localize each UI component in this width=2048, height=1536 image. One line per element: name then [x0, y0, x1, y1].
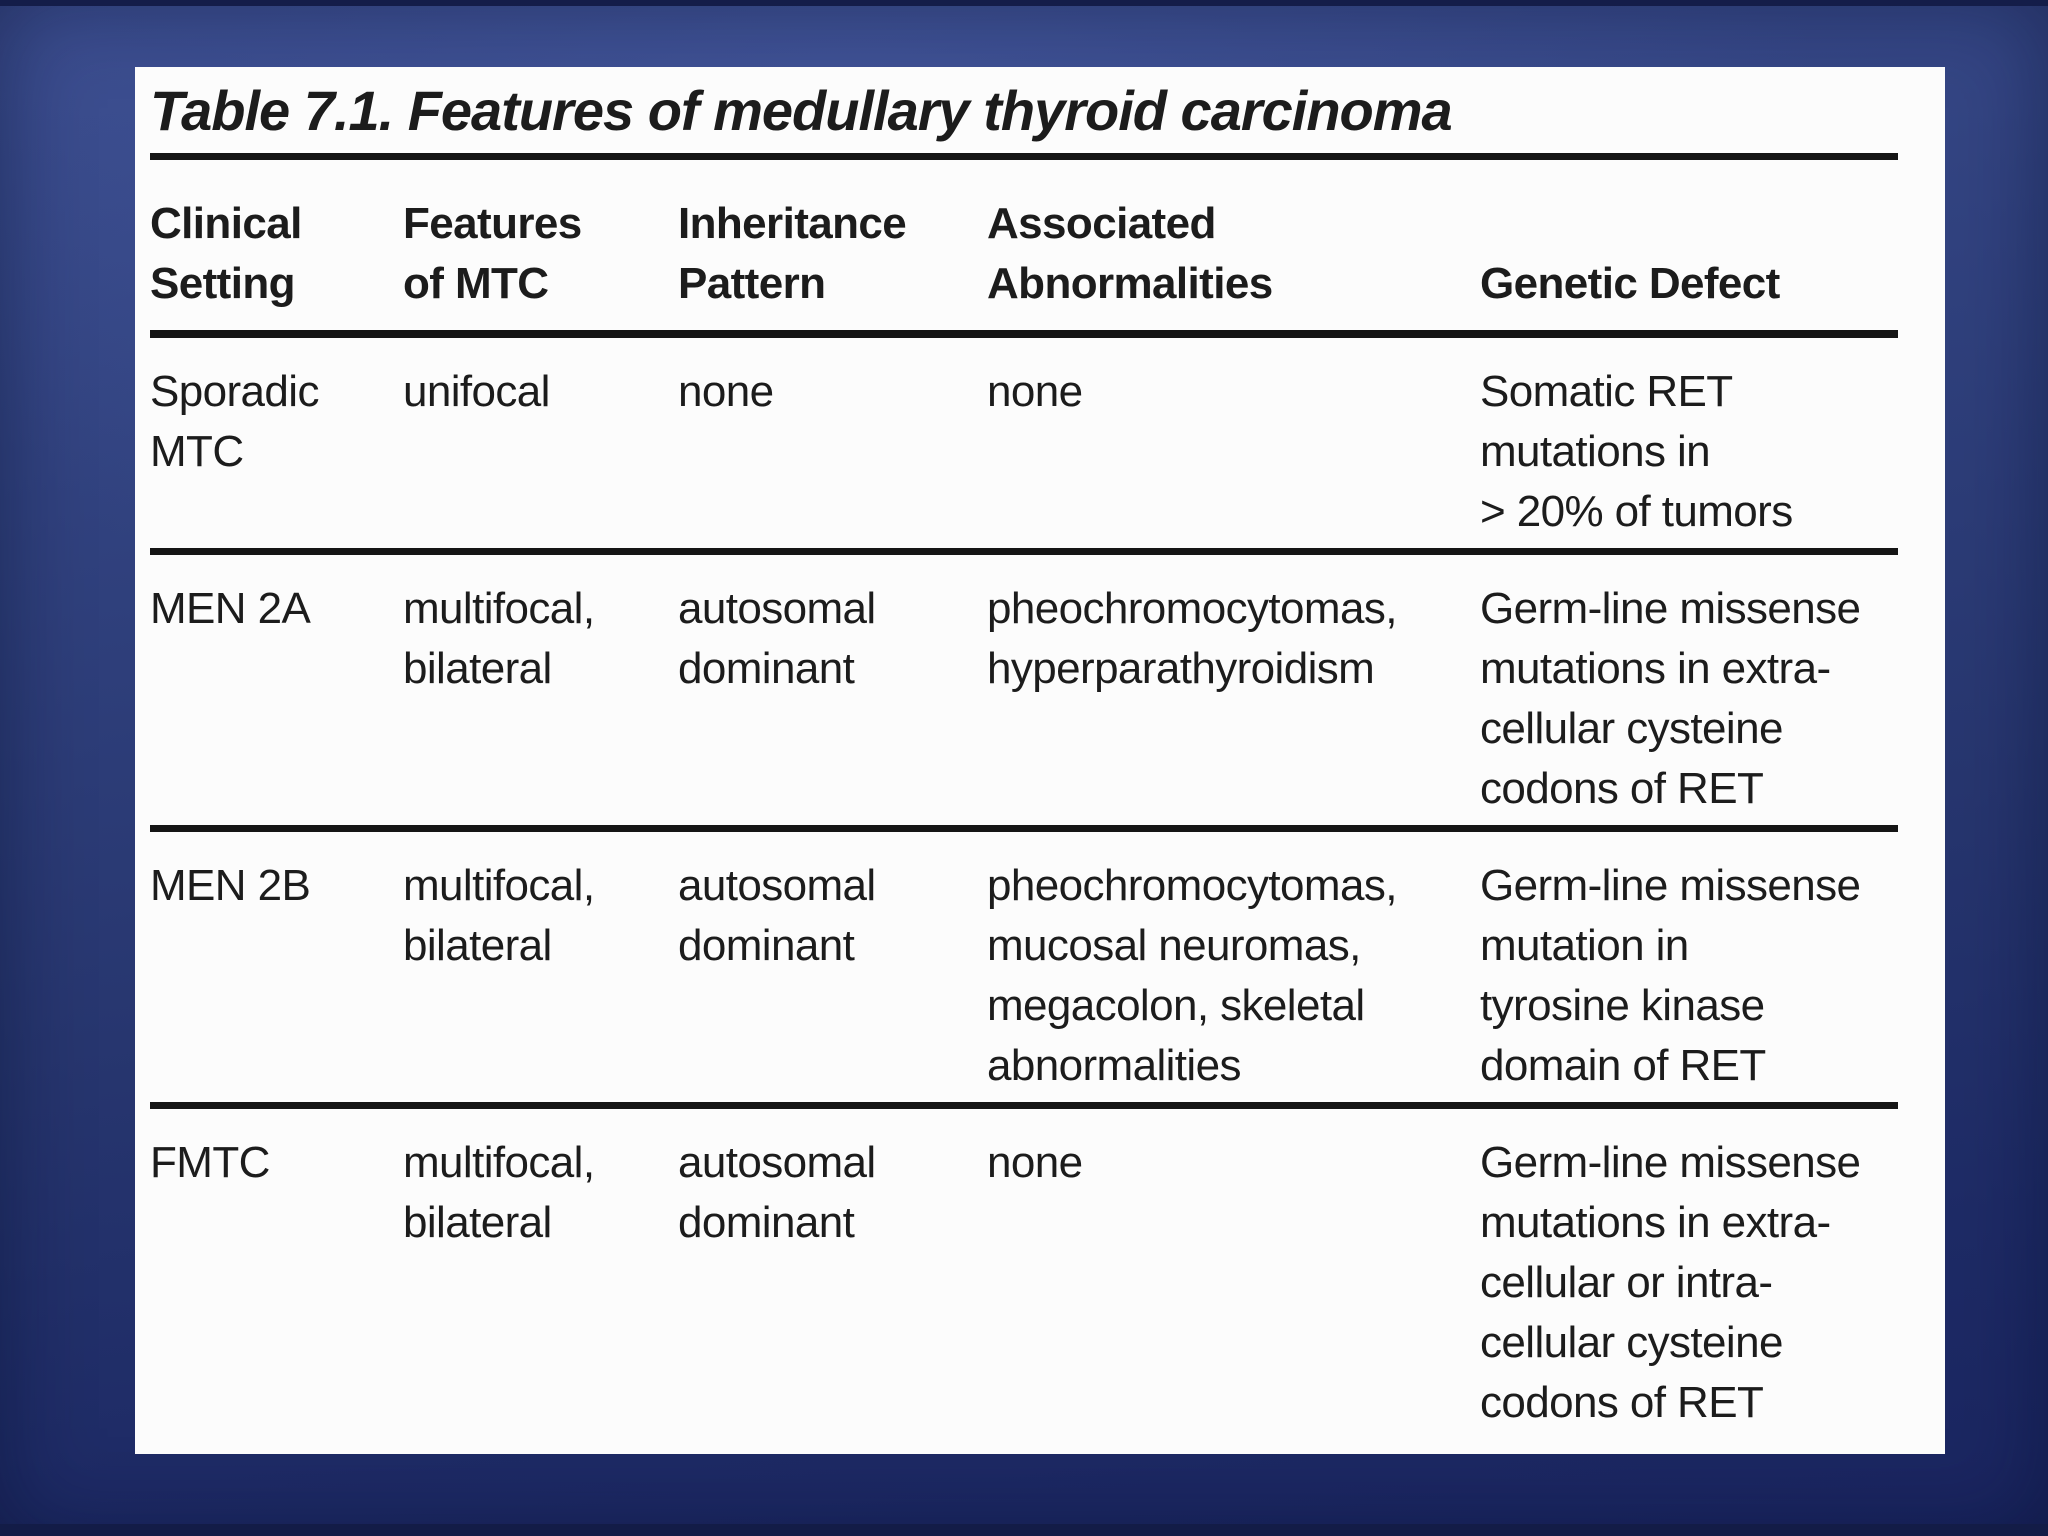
column-header-features-of-mtc: Features of MTC — [403, 199, 582, 308]
table-row-men-2b: MEN 2B multifocal, bilateral autosomal d… — [150, 832, 1898, 1109]
slide-bottom-edge — [0, 1524, 2048, 1536]
slide-top-edge — [0, 0, 2048, 6]
cell-features-of-mtc: unifocal — [403, 367, 550, 416]
table-header-row: Clinical Setting Features of MTC Inherit… — [150, 160, 1898, 338]
cell-genetic-defect: Germ-line missense mutation in tyrosine … — [1480, 861, 1861, 1090]
cell-clinical-setting: Sporadic MTC — [150, 367, 319, 476]
cell-clinical-setting: FMTC — [150, 1138, 270, 1187]
cell-associated-abnormalities: none — [987, 367, 1083, 416]
cell-clinical-setting: MEN 2A — [150, 584, 311, 633]
column-header-clinical-setting: Clinical Setting — [150, 199, 302, 308]
cell-features-of-mtc: multifocal, bilateral — [403, 861, 595, 970]
cell-clinical-setting: MEN 2B — [150, 861, 311, 910]
column-header-inheritance-pattern: Inheritance Pattern — [678, 199, 907, 308]
cell-features-of-mtc: multifocal, bilateral — [403, 1138, 595, 1247]
table-panel: Table 7.1. Features of medullary thyroid… — [135, 67, 1945, 1454]
column-header-associated-abnormalities: Associated Abnormalities — [987, 199, 1273, 308]
column-header-genetic-defect: Genetic Defect — [1480, 259, 1780, 308]
cell-inheritance-pattern: autosomal dominant — [678, 1138, 876, 1247]
cell-genetic-defect: Germ-line missense mutations in extra- c… — [1480, 584, 1861, 813]
cell-inheritance-pattern: autosomal dominant — [678, 861, 876, 970]
cell-associated-abnormalities: pheochromocytomas, hyperparathyroidism — [987, 584, 1397, 693]
table-title: Table 7.1. Features of medullary thyroid… — [150, 67, 1898, 160]
cell-associated-abnormalities: none — [987, 1138, 1083, 1187]
table-row-men-2a: MEN 2A multifocal, bilateral autosomal d… — [150, 555, 1898, 832]
cell-features-of-mtc: multifocal, bilateral — [403, 584, 595, 693]
cell-inheritance-pattern: none — [678, 367, 774, 416]
cell-associated-abnormalities: pheochromocytomas, mucosal neuromas, meg… — [987, 861, 1397, 1090]
cell-genetic-defect: Germ-line missense mutations in extra- c… — [1480, 1138, 1861, 1427]
table-row-sporadic-mtc: Sporadic MTC unifocal none none Somatic … — [150, 338, 1898, 555]
table-row-fmtc: FMTC multifocal, bilateral autosomal dom… — [150, 1109, 1898, 1439]
cell-inheritance-pattern: autosomal dominant — [678, 584, 876, 693]
cell-genetic-defect: Somatic RET mutations in > 20% of tumors — [1480, 367, 1793, 536]
